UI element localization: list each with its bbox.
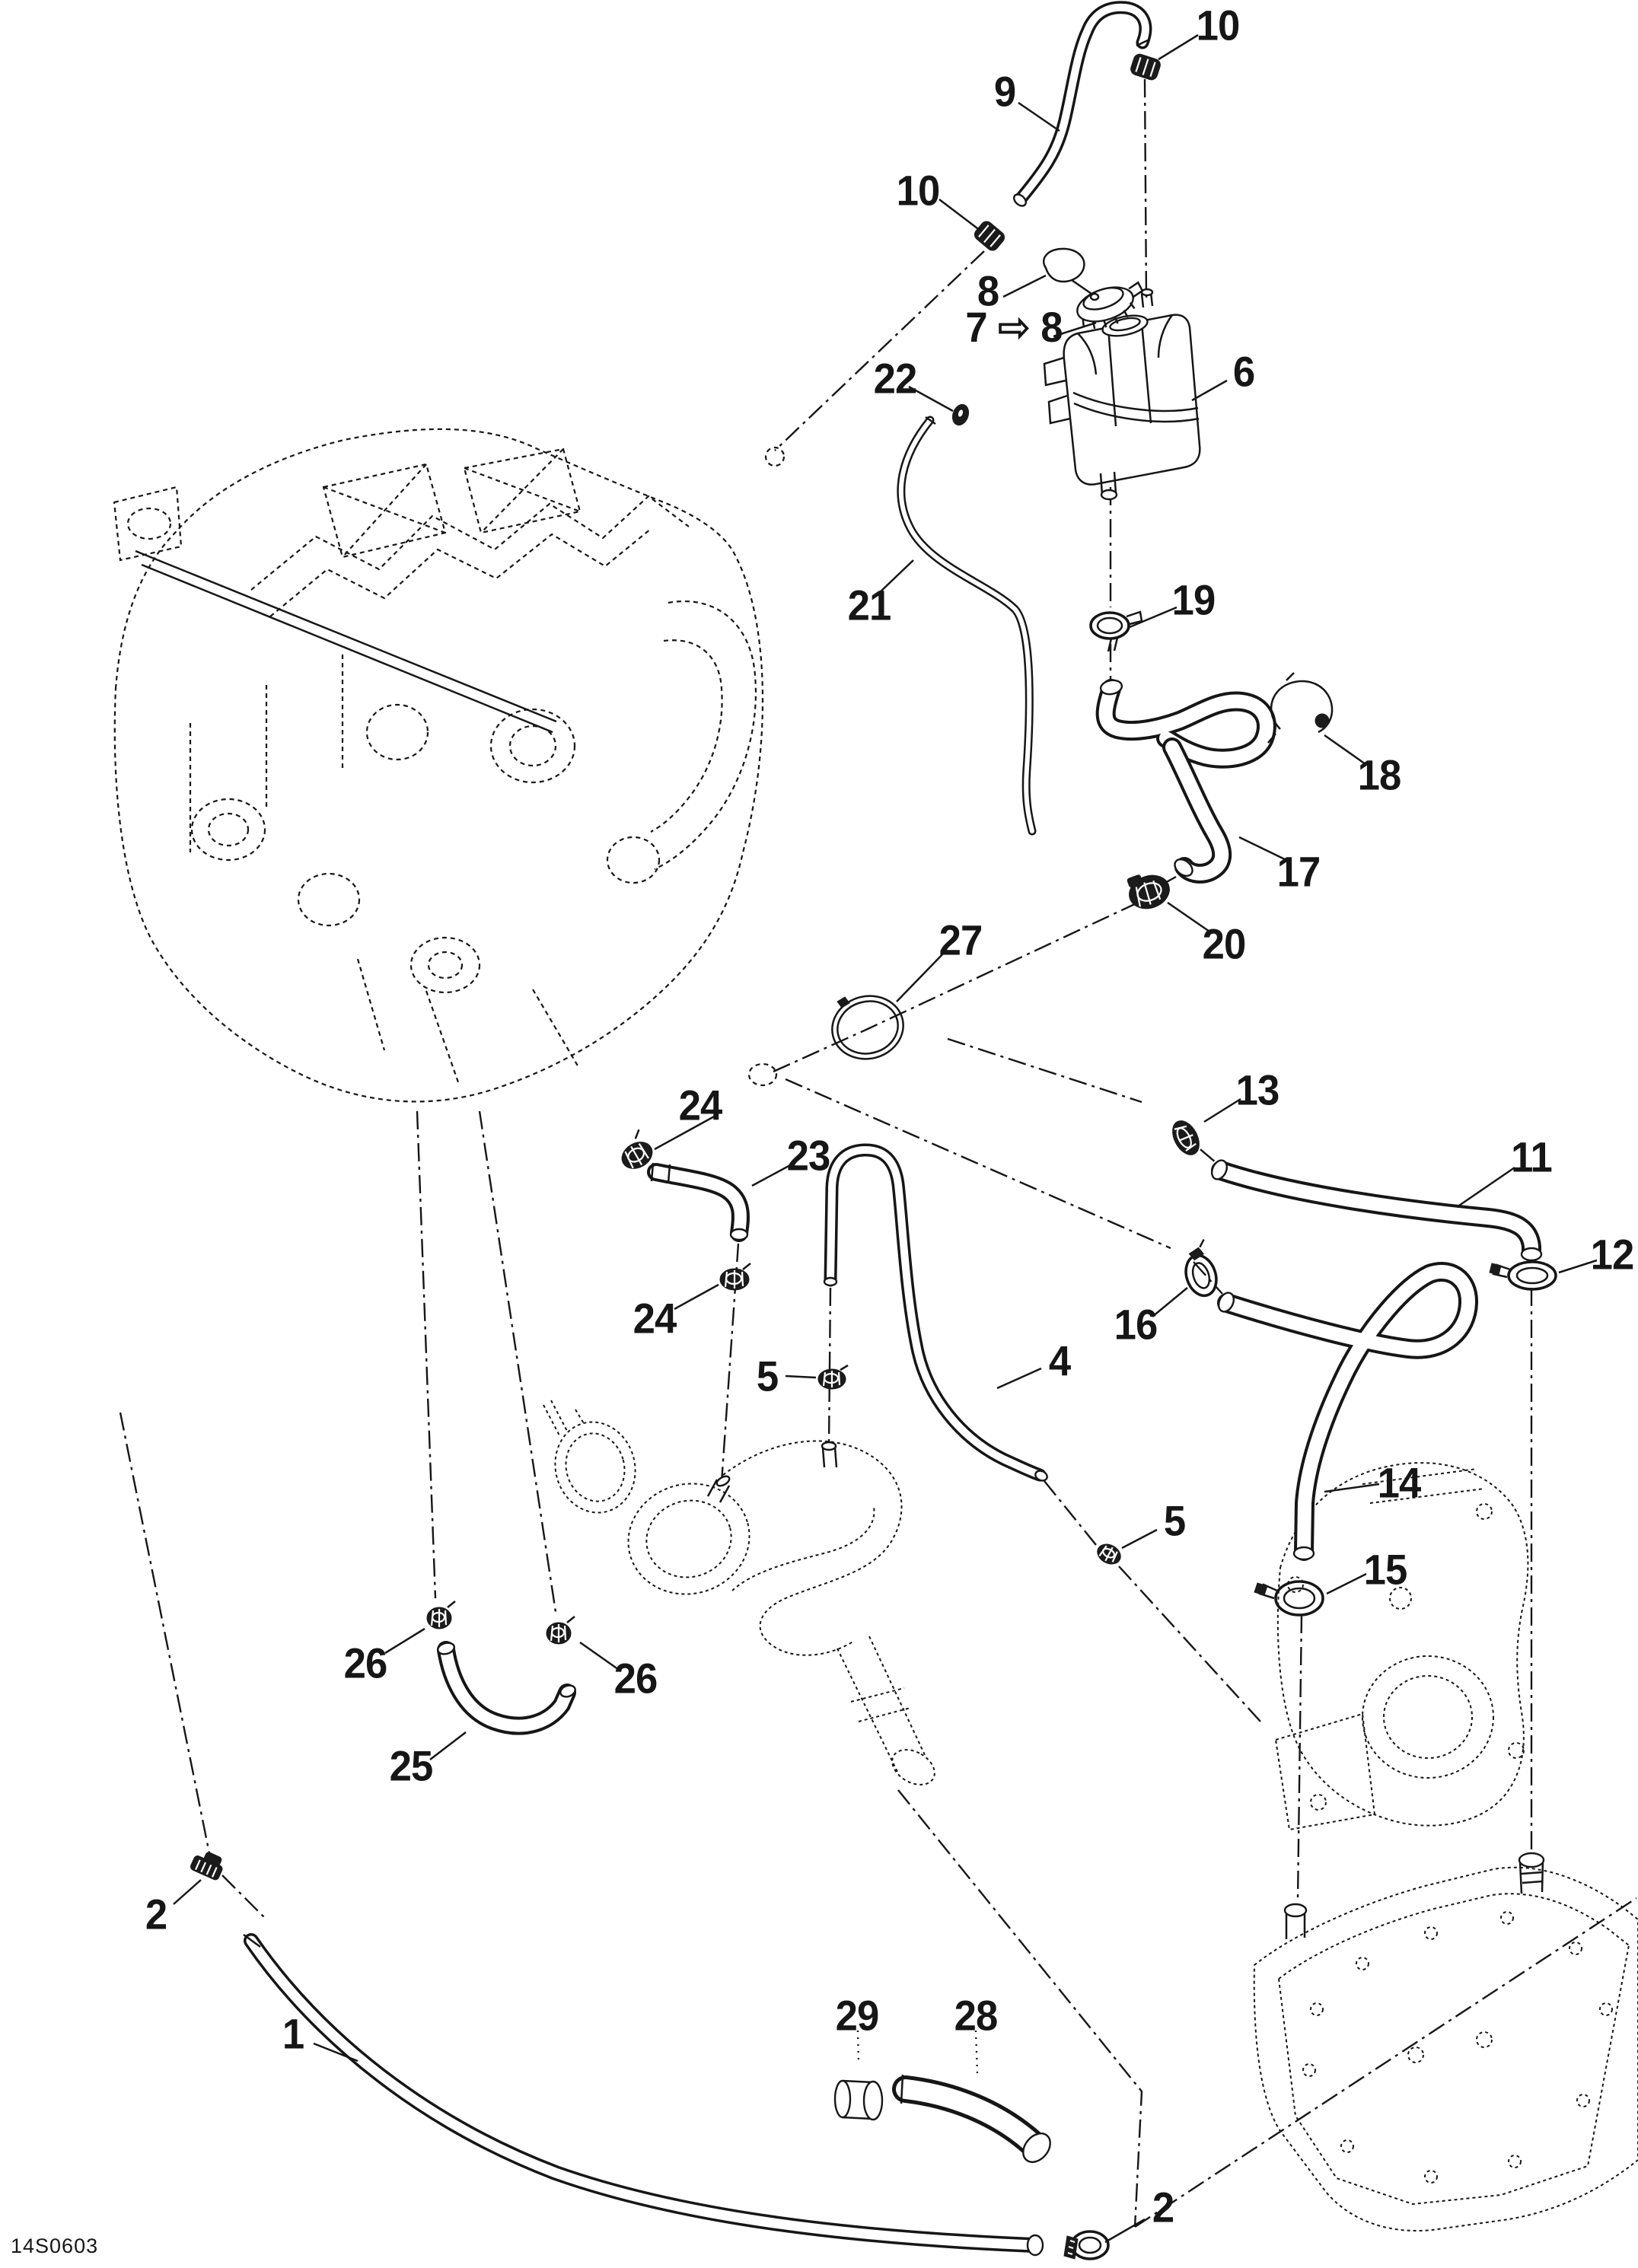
callout-5a: 5 — [756, 1352, 779, 1400]
clamp-16 — [1184, 1239, 1218, 1298]
callout-8: 8 — [977, 266, 999, 315]
hoses — [243, 1, 1543, 2257]
nut-10b — [974, 221, 1005, 251]
callout-28: 28 — [954, 1991, 999, 2040]
callout-25: 25 — [389, 1741, 434, 1790]
callout-27: 27 — [939, 916, 983, 964]
sleeve-29 — [833, 2079, 884, 2121]
callout-16: 16 — [1114, 1300, 1158, 1349]
callout-29: 29 — [835, 1991, 880, 2040]
small-parts — [190, 53, 1557, 2260]
exhaust-pipe-illustration — [543, 1400, 935, 1785]
clamp-15 — [1254, 1580, 1324, 1617]
callout-11: 11 — [1511, 1132, 1553, 1181]
fitting-2b — [1063, 2230, 1110, 2260]
callout-10b: 10 — [896, 166, 941, 215]
clamp-26b — [546, 1616, 575, 1645]
callout-2a: 2 — [145, 1890, 167, 1938]
callout-2b: 2 — [1152, 2183, 1174, 2231]
clip-18 — [1267, 672, 1334, 744]
callout-18: 18 — [1357, 750, 1402, 799]
callout-1: 1 — [282, 2009, 304, 2058]
callout-9: 9 — [993, 67, 1016, 116]
callout-14: 14 — [1377, 1458, 1422, 1507]
callout-4: 4 — [1048, 1336, 1071, 1385]
callout-7-8: 7 ⇨ 8 — [965, 303, 1063, 351]
clamp-24a — [621, 1129, 653, 1169]
callout-26b: 26 — [613, 1654, 658, 1703]
coolant-tank — [1043, 288, 1201, 501]
callout-5b: 5 — [1163, 1496, 1186, 1545]
clamp-12 — [1489, 1260, 1557, 1291]
callout-26a: 26 — [343, 1639, 388, 1687]
cap-gasket — [1042, 247, 1100, 301]
clamp-13 — [1172, 1120, 1200, 1155]
callout-24a: 24 — [678, 1081, 723, 1129]
callout-19: 19 — [1171, 575, 1216, 624]
callout-12: 12 — [1590, 1230, 1635, 1279]
callout-22: 22 — [873, 354, 918, 403]
callout-23: 23 — [786, 1131, 831, 1180]
leader-lines — [173, 33, 1598, 2244]
clamp-5b — [1097, 1543, 1121, 1565]
callout-13: 13 — [1235, 1066, 1280, 1114]
o-ring-27 — [831, 995, 904, 1060]
callout-10a: 10 — [1196, 1, 1241, 49]
callout-20: 20 — [1202, 919, 1247, 968]
part-number: 14S0603 — [11, 2235, 99, 2257]
clamp-20 — [1127, 874, 1170, 909]
clamp-24b — [719, 1263, 751, 1291]
callout-15: 15 — [1363, 1545, 1408, 1594]
jet-pump-illustration — [1274, 1462, 1529, 1831]
clamp-5a — [817, 1364, 849, 1390]
callout-21: 21 — [847, 581, 892, 629]
fitting-2a — [190, 1852, 223, 1881]
clamp-26a — [426, 1601, 456, 1629]
callout-24b: 24 — [633, 1294, 677, 1343]
ride-plate-illustration — [1253, 1852, 1638, 2231]
callout-6: 6 — [1232, 347, 1255, 396]
alignment-chain-lines — [119, 78, 1637, 2228]
nut-10a — [1130, 53, 1161, 81]
callout-17: 17 — [1276, 847, 1321, 896]
engine-illustration — [113, 428, 786, 1103]
grommet-22 — [951, 403, 970, 426]
clamp-19 — [1089, 610, 1143, 652]
